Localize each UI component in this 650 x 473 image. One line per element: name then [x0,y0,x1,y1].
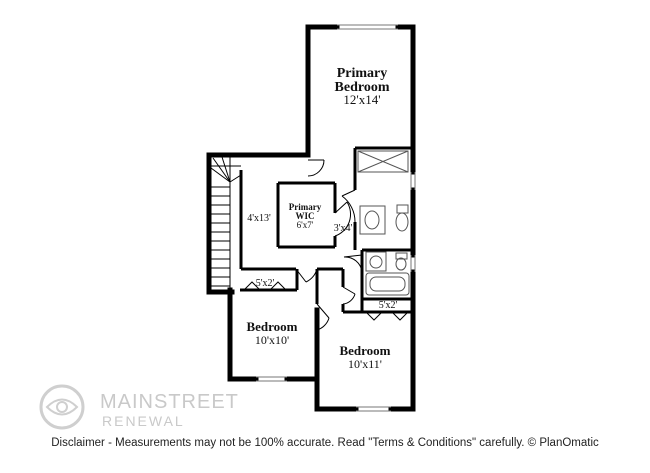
hall-toilet-icon [395,252,408,271]
primary-wic-name-line2: WIC [295,211,314,221]
staircase [210,156,242,290]
door-linen [342,286,356,305]
window-right-lower [410,255,416,272]
hall-bathtub-icon [365,272,410,296]
bedroom-right-name: Bedroom [339,343,390,358]
fixtures [357,150,410,296]
windows [256,24,416,412]
primary-wic-name-line1: Primary [289,202,322,212]
door-wic [334,201,351,237]
window-right-upper [410,172,416,190]
watermark-logo-icon [39,384,85,430]
door-primary-bath [341,189,356,223]
watermark-line1: MAINSTREET [100,391,239,413]
window-bedroom-right [356,406,391,412]
primary-vanity-sink-icon [359,205,386,235]
hall-vanity-sink-icon [365,251,387,272]
primary-wic-dims: 6'x7' [297,220,314,230]
primary-bedroom-name-line1: Primary [337,66,388,81]
closet-doors-left [243,281,287,291]
bedroom-right-dims: 10'x11' [348,357,382,371]
bedroom-left-name: Bedroom [246,319,297,334]
bedroom-left-dims: 10'x10' [255,333,289,347]
primary-bedroom-dims: 12'x14' [343,92,380,107]
primary-shower-icon [357,150,409,173]
door-bedroom-left [295,268,318,283]
disclaimer-text: Disclaimer - Measurements may not be 100… [51,437,599,449]
watermark-line2: RENEWAL [102,413,185,429]
window-primary-top [337,24,398,30]
mainstreet-renewal-watermark: MAINSTREET RENEWAL [39,384,239,430]
doors [243,159,409,331]
closet-right-dims: 5'x2' [379,300,398,311]
primary-toilet-icon [395,204,409,232]
window-bedroom-left [256,376,287,382]
bath-dims: 3'x4' [334,223,353,234]
hall-dims: 4'x13' [247,213,271,224]
interior-walls [239,146,413,379]
door-hall-bath [343,254,363,273]
closet-left-dims: 5'x2' [256,278,275,289]
primary-bedroom-name-line2: Bedroom [335,80,390,95]
door-bedroom-right [316,303,330,331]
closet-doors-right [365,311,409,321]
door-primary-bedroom [307,159,325,177]
room-labels: Primary Bedroom 12'x14' Primary WIC 6'x7… [246,66,397,371]
